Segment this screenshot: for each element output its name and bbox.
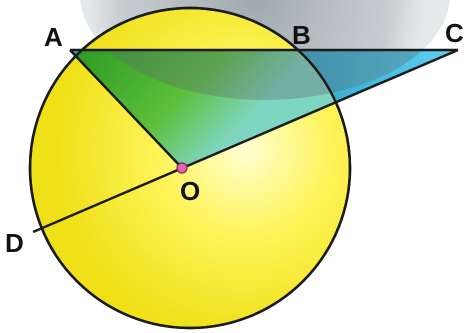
- label-A: A: [44, 22, 63, 52]
- label-B: B: [292, 20, 311, 50]
- circle-outline: [28, 6, 352, 330]
- segment-AO: [69, 49, 183, 169]
- label-O: O: [180, 176, 200, 206]
- center-point-icon: [176, 162, 188, 174]
- label-D: D: [5, 228, 24, 258]
- segment-CD: [32, 48, 459, 234]
- label-C: C: [445, 18, 464, 48]
- triangle-inside-region: [70, 50, 350, 168]
